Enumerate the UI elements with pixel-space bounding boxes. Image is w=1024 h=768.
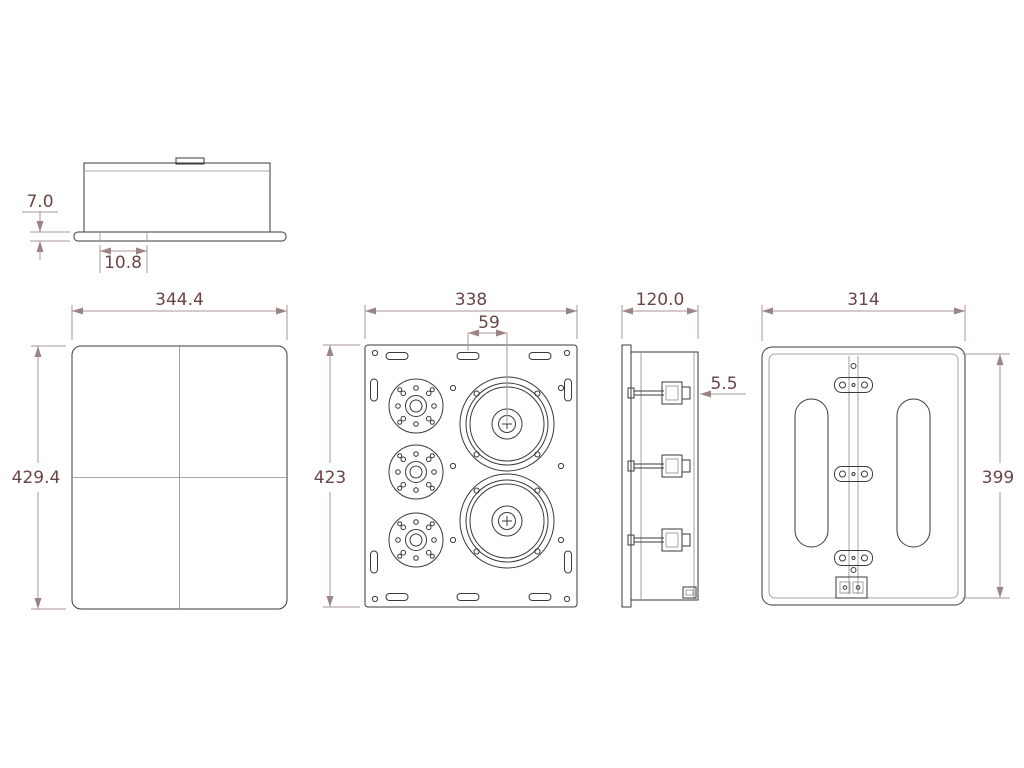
top-view-body-outline xyxy=(83,162,271,233)
clamp-assembly-top xyxy=(627,381,691,405)
dim-label-grille-height: 429.4 xyxy=(12,468,61,488)
rear-view xyxy=(761,346,966,606)
grille-view xyxy=(71,345,288,610)
handle-slot-left xyxy=(794,398,829,548)
bracket-plate-bottom xyxy=(834,550,873,566)
dim-label-side-lip-gap: 5.5 xyxy=(710,374,737,394)
dim-label-front-height: 423 xyxy=(314,468,346,488)
driver-bracket-bottom xyxy=(388,512,444,568)
side-flange xyxy=(621,344,632,608)
dim-front-width: 338 xyxy=(364,290,578,339)
mounting-slot xyxy=(564,550,572,574)
dim-front-center-offset: 59 xyxy=(467,313,508,424)
baffle-outline xyxy=(364,344,578,608)
dim-rear-width: 314 xyxy=(761,290,966,341)
top-view xyxy=(73,157,287,242)
mounting-slot xyxy=(370,550,378,574)
rear-outline xyxy=(761,346,966,606)
screw-holes xyxy=(371,349,571,603)
side-terminal-detail xyxy=(682,586,697,599)
mounting-slot xyxy=(456,593,480,601)
dim-label-side-depth: 120.0 xyxy=(636,290,685,310)
dim-label-lip-height: 7.0 xyxy=(26,192,53,212)
woofer-lower xyxy=(459,473,555,569)
rear-terminal-cup xyxy=(835,576,868,599)
mounting-slot xyxy=(564,378,572,402)
mounting-slot xyxy=(528,593,552,601)
dim-label-front-width: 338 xyxy=(455,290,487,310)
dim-front-height: 423 xyxy=(314,344,360,608)
clamp-assembly-bottom xyxy=(627,528,691,552)
dim-side-depth: 120.0 xyxy=(621,290,699,339)
dim-grille-height: 429.4 xyxy=(12,345,66,610)
mounting-slot xyxy=(385,593,409,601)
driver-bracket-middle xyxy=(388,444,444,500)
top-view-flange xyxy=(73,231,287,242)
clamp-assembly-middle xyxy=(627,454,691,478)
side-view xyxy=(621,344,699,608)
mounting-slot xyxy=(456,352,480,360)
side-body-outline xyxy=(630,351,699,601)
dim-label-grille-width: 344.4 xyxy=(155,290,204,310)
top-view-tab xyxy=(175,157,205,165)
rear-center-rail xyxy=(848,356,859,594)
bracket-plate-top xyxy=(834,377,873,393)
dim-grille-width: 344.4 xyxy=(71,290,288,340)
dim-label-rear-height: 399 xyxy=(982,468,1014,488)
dim-label-rear-width: 314 xyxy=(847,290,879,310)
dim-top-lip-inset: 10.8 xyxy=(99,245,148,273)
dim-rear-height: 399 xyxy=(962,353,1014,599)
mounting-slot xyxy=(528,352,552,360)
driver-bracket-top xyxy=(388,378,444,434)
mounting-slot xyxy=(385,352,409,360)
front-view xyxy=(364,344,578,608)
mounting-slot xyxy=(370,378,378,402)
handle-slot-right xyxy=(896,398,931,548)
dim-label-lip-inset: 10.8 xyxy=(104,253,142,273)
dim-label-front-center-offset: 59 xyxy=(478,313,500,333)
dim-top-lip-height: 7.0 xyxy=(22,192,70,260)
bracket-plate-middle xyxy=(834,466,873,482)
dim-side-lip-gap: 5.5 xyxy=(700,374,746,398)
